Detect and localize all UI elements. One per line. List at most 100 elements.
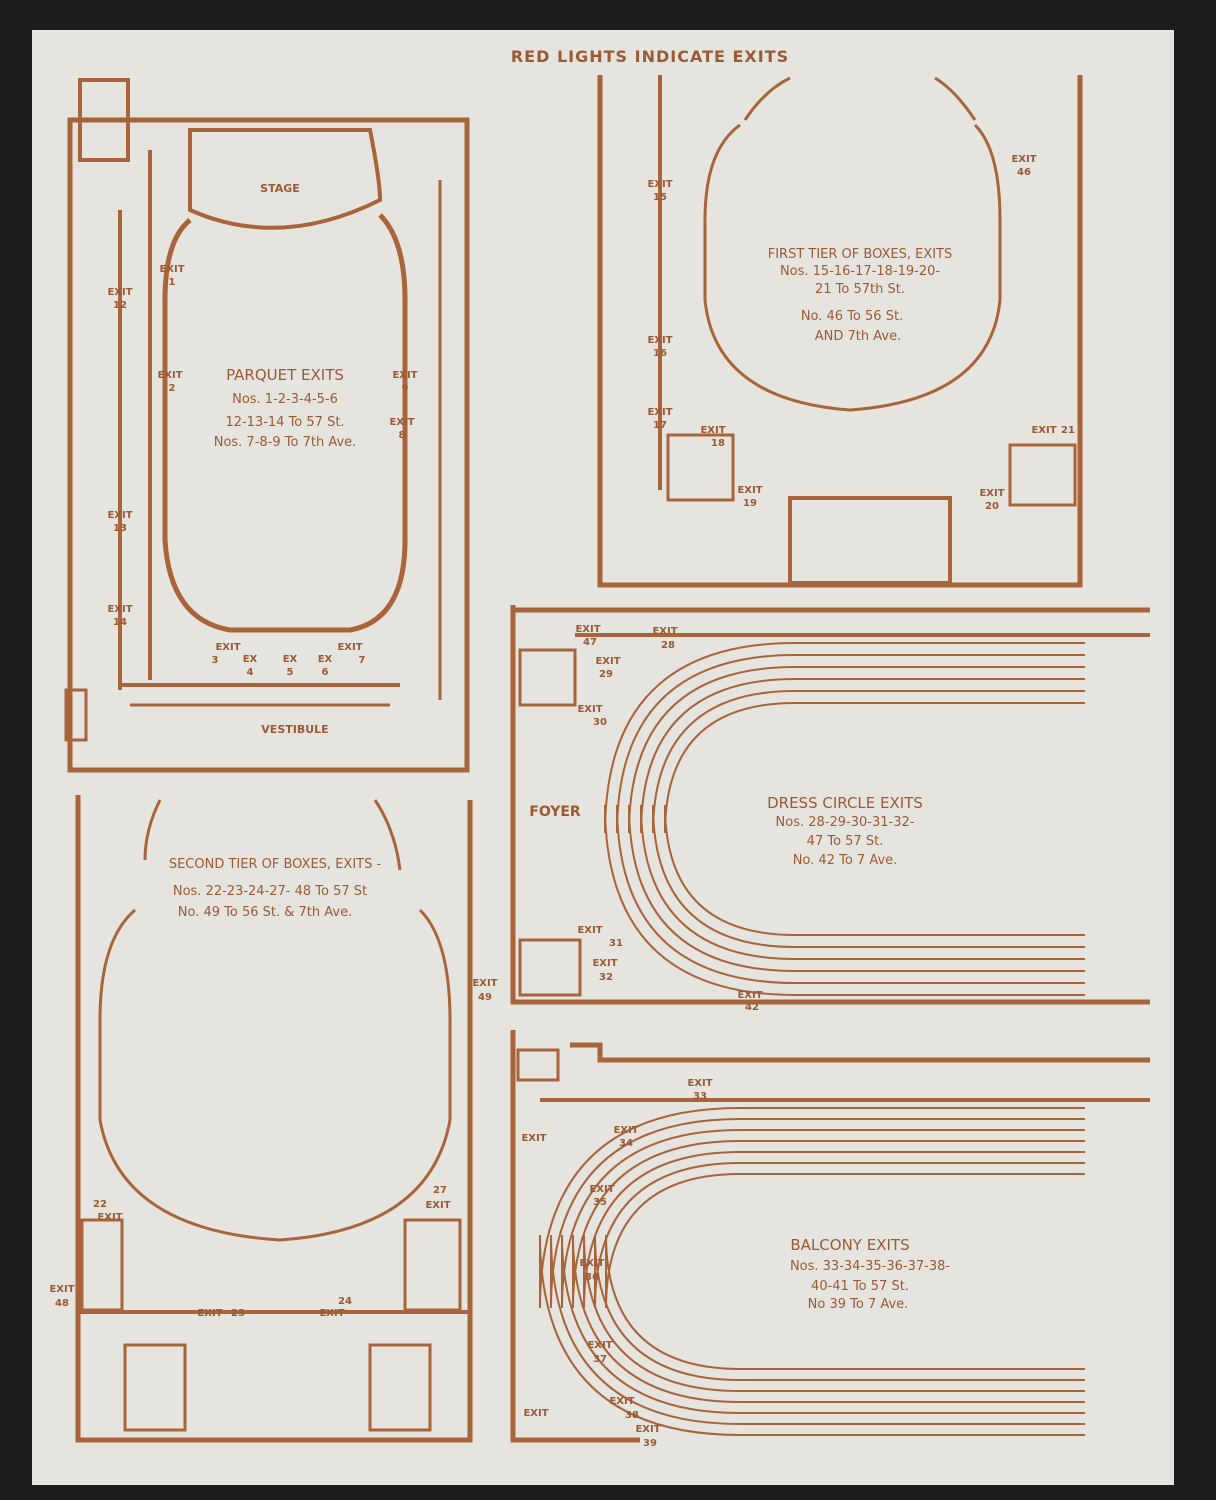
exit-word: EXIT	[647, 179, 672, 190]
exit-word: EXIT	[159, 264, 184, 275]
exit-word: EXIT	[523, 1408, 548, 1419]
exit-word: EXIT	[737, 990, 762, 1001]
exit-number: 7	[359, 655, 366, 666]
exit-word: EXIT	[107, 287, 132, 298]
exit-number: 27	[433, 1185, 447, 1196]
first-tier-note-line: 21 To 57th St.	[815, 282, 905, 297]
exit-word: EXIT	[647, 407, 672, 418]
first-tier-plan	[597, 75, 1083, 588]
exit-number: 32	[599, 972, 613, 983]
exit-word: EXIT	[647, 335, 672, 346]
exit-word: EXIT	[737, 485, 762, 496]
exit-number: 15	[653, 192, 667, 203]
dress-circle-stair-top	[518, 648, 577, 707]
seat-row-curve	[550, 1118, 1085, 1425]
second-tier-note-line: SECOND TIER OF BOXES, EXITS -	[169, 857, 382, 872]
exit-number: 39	[643, 1438, 657, 1449]
vestibule-label: VESTIBULE	[261, 723, 328, 736]
dress-circle-note-line: Nos. 28-29-30-31-32-	[776, 815, 915, 830]
exit-number: 3	[212, 655, 219, 666]
first-tier-note-line: Nos. 15-16-17-18-19-20-	[780, 264, 940, 279]
exit-word: EXIT	[521, 1133, 546, 1144]
exit-word: EX	[243, 654, 258, 665]
second-tier-proscenium-right	[373, 799, 402, 871]
exit-number: 23	[231, 1308, 245, 1319]
seat-row-curve	[640, 678, 1085, 960]
exit-word: EXIT	[472, 978, 497, 989]
exit-number: 48	[55, 1298, 69, 1309]
seat-row-curve	[572, 1140, 1085, 1403]
second-tier-proscenium-left	[143, 799, 162, 861]
exit-number: 2	[169, 383, 176, 394]
parquet-note-line: Nos. 1-2-3-4-5-6	[232, 392, 338, 407]
dress-circle-outer-wall	[510, 605, 1150, 1005]
exit-word: EX	[283, 654, 298, 665]
seat-row-curve	[594, 1162, 1085, 1381]
dress-circle-note-line: 47 To 57 St.	[807, 834, 884, 849]
exit-number: 16	[653, 348, 667, 359]
balcony-notes: BALCONY EXITS Nos. 33-34-35-36-37-38- 40…	[790, 1236, 950, 1312]
second-tier-stair-bottom-right	[368, 1343, 432, 1432]
exit-word: EXIT	[592, 958, 617, 969]
exit-number: 1	[169, 277, 176, 288]
second-tier-note-line: Nos. 22-23-24-27- 48 To 57 St	[173, 884, 367, 899]
exit-word: EXIT	[687, 1078, 712, 1089]
paper-sheet	[32, 30, 1174, 1485]
exit-word: EXIT	[635, 1424, 660, 1435]
second-tier-notes: SECOND TIER OF BOXES, EXITS - Nos. 22-23…	[169, 857, 382, 920]
exit-number: 17	[653, 420, 667, 431]
seat-row-curve	[605, 1173, 1085, 1370]
exit-word: EXIT	[595, 656, 620, 667]
exit-word: EXIT	[577, 704, 602, 715]
stage-outline	[188, 128, 383, 230]
parquet-note-line: Nos. 7-8-9 To 7th Ave.	[214, 435, 357, 450]
exit-word: EXIT	[425, 1200, 450, 1211]
second-tier-horseshoe	[98, 908, 452, 1242]
exit-word: EXIT	[587, 1340, 612, 1351]
exit-number: 30	[593, 717, 607, 728]
seat-row-curve	[539, 1107, 1085, 1436]
exit-number: 19	[743, 498, 757, 509]
exit-number: 18	[711, 438, 725, 449]
exit-number: 14	[113, 617, 127, 628]
exit-number: 42	[745, 1002, 759, 1013]
seat-row-curve	[604, 642, 1085, 996]
exit-number: 49	[478, 992, 492, 1003]
parquet-floor-outline	[162, 213, 408, 633]
exit-word: EXIT	[1031, 425, 1056, 436]
first-tier-horseshoe	[703, 123, 1002, 412]
parquet-outer-wall	[67, 117, 470, 773]
balcony-seat-rows	[539, 1107, 1085, 1436]
exit-word: EXIT	[157, 370, 182, 381]
exit-word: EXIT	[613, 1125, 638, 1136]
exit-word: EXIT	[319, 1308, 344, 1319]
exit-word: EXIT	[609, 1396, 634, 1407]
exit-word: EXIT	[107, 510, 132, 521]
dress-circle-notes: DRESS CIRCLE EXITS Nos. 28-29-30-31-32- …	[767, 794, 923, 868]
exit-word: EXIT	[579, 1258, 604, 1269]
exit-word: EXIT	[392, 370, 417, 381]
second-tier-exits: EXIT 49 22 EXIT 27 EXIT EXIT 48 EXIT 23 …	[49, 978, 497, 1319]
exit-number: 33	[693, 1091, 707, 1102]
exit-word: EXIT	[589, 1184, 614, 1195]
exit-number: 34	[619, 1138, 633, 1149]
foyer-label: FOYER	[529, 804, 581, 820]
first-tier-lobby	[788, 496, 952, 585]
exit-number: 29	[599, 669, 613, 680]
first-tier-note-line: No. 46 To 56 St.	[801, 309, 903, 324]
balcony-outer-wall	[510, 1030, 640, 1443]
exit-number: 35	[593, 1197, 607, 1208]
exit-number: 38	[625, 1410, 639, 1421]
exit-word: EX	[318, 654, 333, 665]
dress-circle-exits: EXIT 47 EXIT 28 EXIT 29 EXIT 30 EXIT 31 …	[575, 624, 762, 1013]
stage-label: STAGE	[260, 182, 300, 195]
balcony-exits: EXIT 33 EXIT EXIT 34 EXIT 35 EXIT 36 EXI…	[521, 1078, 712, 1449]
seat-row-curve	[616, 654, 1085, 984]
exit-number: 5	[287, 667, 294, 678]
first-tier-notes: FIRST TIER OF BOXES, EXITS Nos. 15-16-17…	[768, 247, 953, 344]
exit-number: 47	[583, 637, 597, 648]
first-tier-stair-left	[666, 433, 735, 502]
exit-number: 31	[609, 938, 623, 949]
exit-word: EXIT	[215, 642, 240, 653]
exit-number: 46	[1017, 167, 1031, 178]
